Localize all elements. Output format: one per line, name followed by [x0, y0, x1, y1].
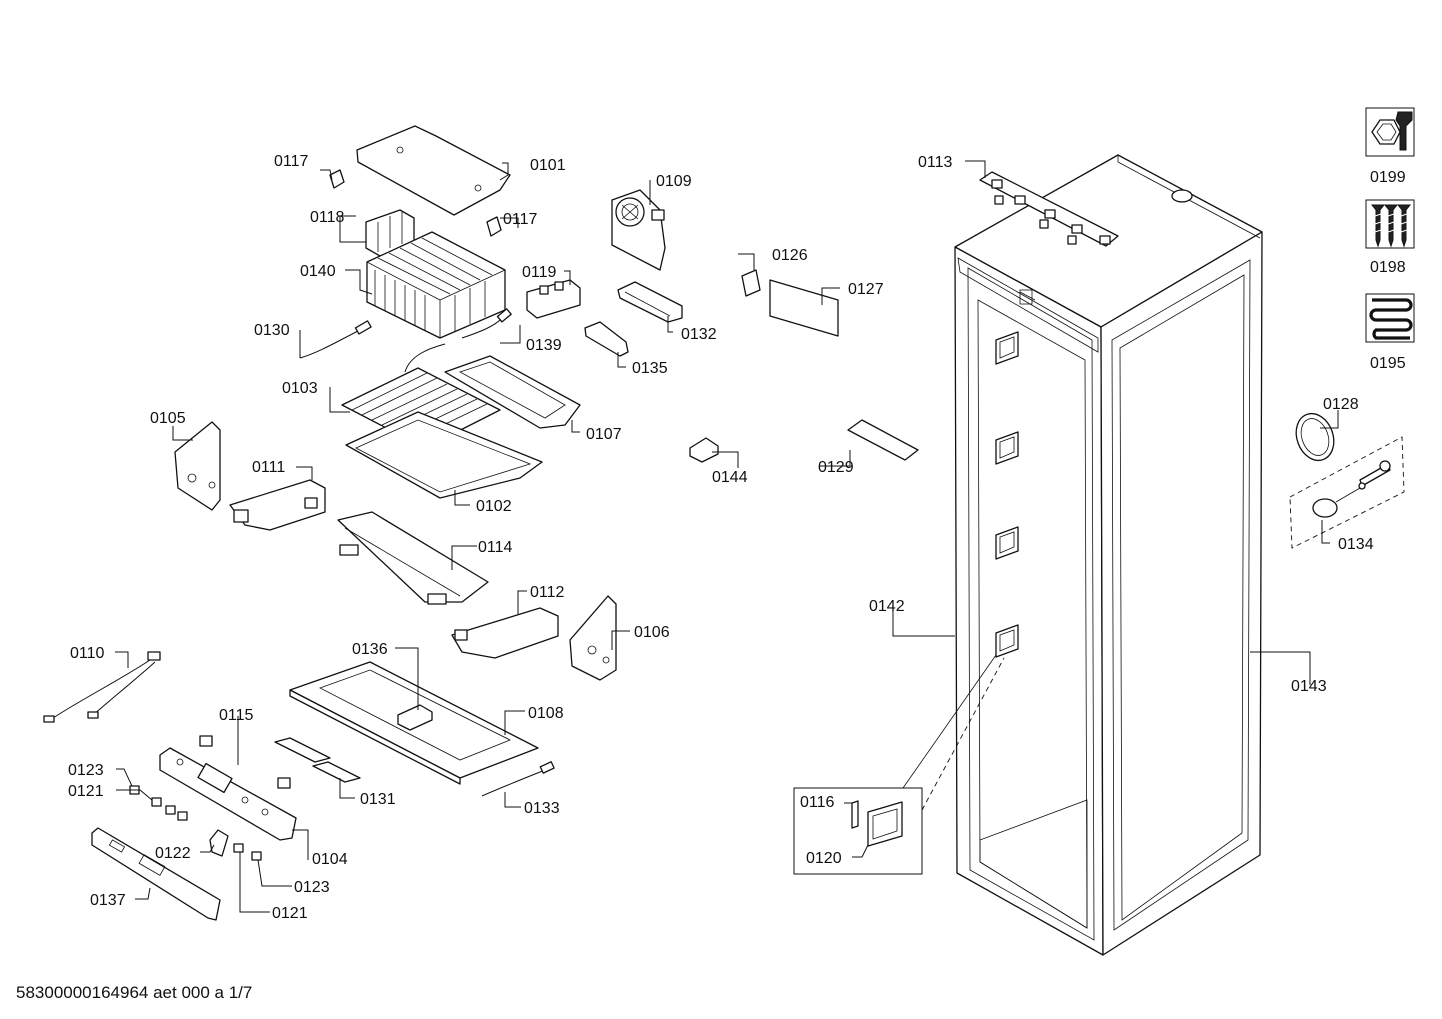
- label-0133: 0133: [524, 800, 560, 817]
- label-0137: 0137: [90, 892, 126, 909]
- terminal-block-part: [526, 279, 581, 319]
- label-0119: 0119: [522, 264, 557, 281]
- cover-plate-part: [356, 125, 511, 216]
- label-0113: 0113: [918, 154, 953, 171]
- label-0110: 0110: [70, 645, 105, 662]
- hinge-detail-box: [793, 654, 1005, 875]
- label-0117a: 0117: [274, 153, 309, 170]
- label-0120: 0120: [806, 850, 842, 867]
- control-strip-part: [979, 171, 1119, 247]
- label-0122: 0122: [155, 845, 191, 862]
- tools-icon: [1365, 107, 1415, 157]
- label-0135: 0135: [632, 360, 668, 377]
- label-0142: 0142: [869, 598, 905, 615]
- sensor-wires: [299, 308, 512, 359]
- label-0107: 0107: [586, 426, 622, 443]
- label-0140: 0140: [300, 263, 336, 280]
- label-0123a: 0123: [68, 762, 104, 779]
- label-0132: 0132: [681, 326, 717, 343]
- label-0114: 0114: [478, 539, 513, 556]
- label-0130: 0130: [254, 322, 290, 339]
- cabinet-housing: [954, 154, 1263, 956]
- label-0118: 0118: [310, 209, 345, 226]
- connector-parts: [199, 735, 361, 789]
- evaporator-part: [366, 231, 506, 339]
- label-0136: 0136: [352, 641, 388, 658]
- label-0139: 0139: [526, 337, 562, 354]
- label-0109: 0109: [656, 173, 692, 190]
- bracket-clip-part: [397, 704, 433, 731]
- label-0111: 0111: [252, 459, 285, 476]
- misc-parts: [689, 269, 919, 463]
- legend-label-0195: 0195: [1370, 355, 1406, 372]
- document-footer-code: 58300000164964 aet 000 a 1/7: [16, 983, 252, 1002]
- legend-label-0198: 0198: [1370, 259, 1406, 276]
- leader-lines: [115, 160, 1339, 913]
- label-0106: 0106: [634, 624, 670, 641]
- label-0128: 0128: [1323, 396, 1359, 413]
- clip-part: [329, 169, 502, 237]
- clamp-part: [584, 321, 629, 357]
- label-0143: 0143: [1291, 678, 1327, 695]
- control-panel-part: [159, 747, 297, 841]
- temperature-sensor-part: [481, 761, 555, 797]
- support-bracket-right-part: [451, 607, 559, 659]
- label-0123b: 0123: [294, 879, 330, 896]
- label-0104: 0104: [312, 851, 348, 868]
- label-0131: 0131: [360, 791, 396, 808]
- shelf-rail-part: [337, 511, 489, 605]
- air-duct-part: [444, 355, 581, 429]
- label-0102: 0102: [476, 498, 512, 515]
- support-bracket-part: [229, 479, 326, 531]
- legend-label-0199: 0199: [1370, 169, 1406, 186]
- screws-icon: [1365, 199, 1415, 249]
- fan-part: [611, 189, 666, 271]
- label-0117b: 0117: [503, 211, 538, 228]
- label-0112: 0112: [530, 584, 565, 601]
- label-0121a: 0121: [68, 783, 104, 800]
- label-0108: 0108: [528, 705, 564, 722]
- side-bracket-right-part: [569, 595, 617, 681]
- part-labels: 0117 0101 0109 0118 0117 0140 0119 0130 …: [68, 153, 1374, 922]
- label-0103: 0103: [282, 380, 318, 397]
- legend-tools: 0199: [1365, 107, 1415, 186]
- label-0126: 0126: [772, 247, 808, 264]
- latch-part: [209, 829, 229, 857]
- heater-coil-icon: [1365, 293, 1415, 343]
- door-hinge-parts: [1289, 412, 1405, 549]
- label-0116: 0116: [800, 794, 835, 811]
- label-0101: 0101: [530, 157, 566, 174]
- label-0105: 0105: [150, 410, 186, 427]
- drip-tray-part: [345, 411, 543, 499]
- wire-harness-part: [43, 651, 161, 723]
- label-0127: 0127: [848, 281, 884, 298]
- label-0121b: 0121: [272, 905, 308, 922]
- heat-exchanger-part: [341, 343, 501, 449]
- door-hinge-pads: [995, 331, 1019, 658]
- legend-heater: 0195: [1365, 293, 1415, 372]
- front-cover-part: [91, 827, 221, 921]
- label-0144: 0144: [712, 469, 748, 486]
- side-bracket-left-part: [174, 421, 221, 511]
- bracket-part: [617, 281, 683, 323]
- label-0129: 0129: [818, 459, 854, 476]
- label-0134: 0134: [1338, 536, 1374, 553]
- legend-screws: 0198: [1365, 199, 1415, 276]
- label-0115: 0115: [219, 707, 254, 724]
